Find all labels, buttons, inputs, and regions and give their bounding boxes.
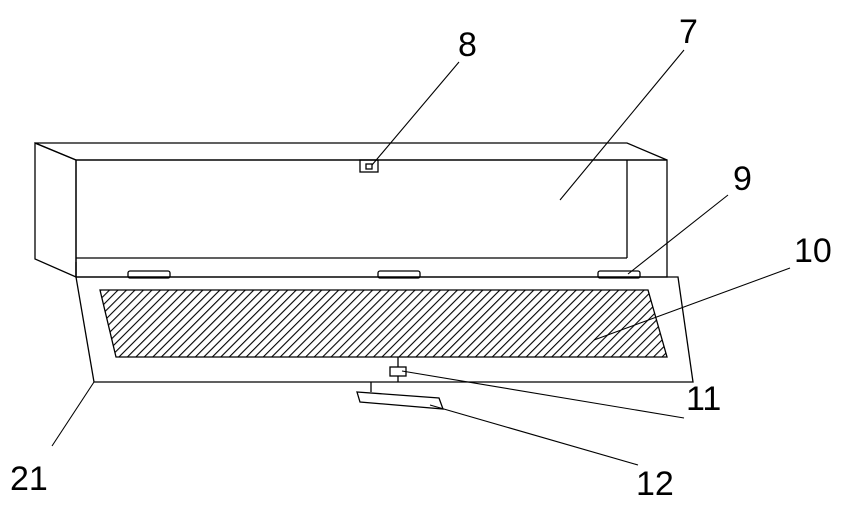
leader-8 — [372, 62, 459, 165]
label-8: 8 — [458, 26, 477, 64]
label-21: 21 — [10, 460, 48, 498]
label-9: 9 — [733, 160, 752, 198]
label-10: 10 — [794, 232, 832, 270]
latch-slot — [366, 164, 372, 169]
leader-11 — [402, 371, 684, 418]
stand-plate — [357, 392, 443, 409]
upper-housing — [35, 143, 667, 277]
hatched-screen-10 — [100, 290, 667, 357]
leader-21 — [52, 382, 94, 446]
leader-9 — [628, 195, 728, 274]
leader-12 — [430, 405, 638, 465]
connector-11 — [390, 357, 406, 382]
leader-7 — [560, 50, 684, 200]
label-11: 11 — [686, 380, 721, 418]
label-12: 12 — [636, 465, 674, 503]
housing-top-face — [35, 143, 667, 160]
housing-left-face — [35, 143, 76, 277]
label-7: 7 — [679, 13, 698, 51]
